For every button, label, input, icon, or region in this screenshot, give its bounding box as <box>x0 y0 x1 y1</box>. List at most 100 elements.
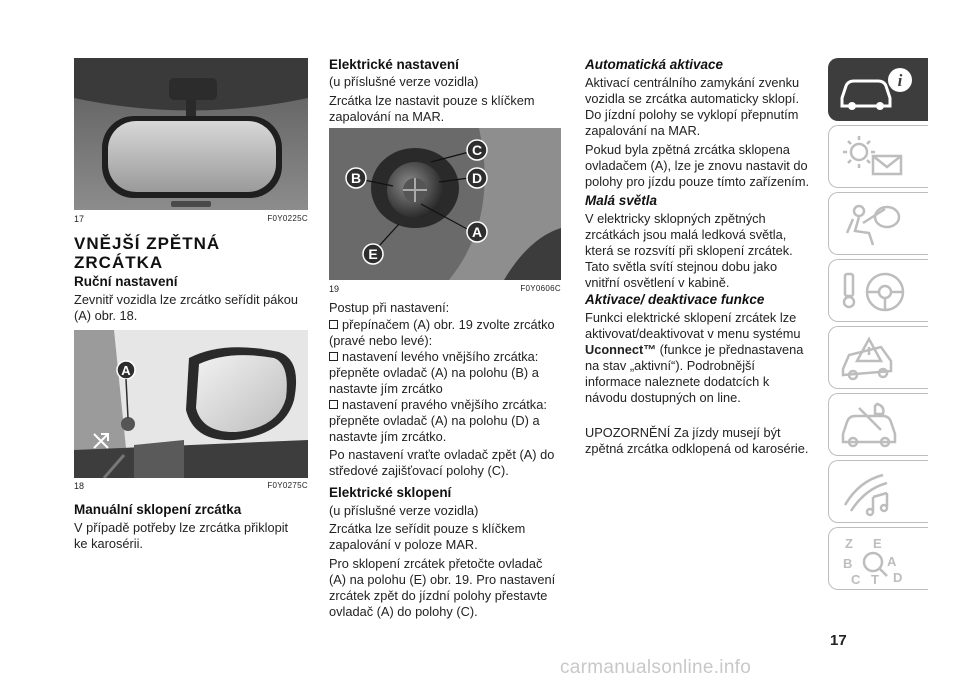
tab-emergency[interactable] <box>828 326 928 389</box>
emergency-icon <box>841 336 893 381</box>
page-number: 17 <box>830 632 847 649</box>
warning-line2: zpětná zrcátka odklopená od karosérie. <box>585 441 809 456</box>
svg-text:E: E <box>873 536 882 551</box>
paragraph-efold2-line1: Pro sklopení zrcátek přetočte ovladač <box>329 556 543 571</box>
paragraph-auto2-line2: ovladačem (A), lze je znovu nastavit do <box>585 158 808 173</box>
figure-18-outside-mirror-photo: A <box>74 330 308 478</box>
paragraph-auto1-line4: zapalování na MAR. <box>585 123 701 138</box>
paragraph-activate-line3: Uconnect™ (funkce je přednastavena <box>585 342 803 358</box>
bullet-2: nastavení levého vnějšího zrcátka: přepn… <box>329 349 561 398</box>
heading-manual-folding: Manuální sklopení zrcátka <box>74 502 242 517</box>
paragraph-folding-line2: ke karosérii. <box>74 536 143 551</box>
paragraph-manual-line2: (A) obr. 18. <box>74 308 138 323</box>
figure-19-label-c: C <box>472 142 482 158</box>
heading-manual-adjustment: Ruční nastavení <box>74 274 178 289</box>
figure-19-caption: 19 F0Y0606C <box>329 284 561 294</box>
figure-17-caption: 17 F0Y0225C <box>74 214 308 224</box>
paragraph-lights-line2: zrcátkách jsou malá ledková světla, <box>585 227 787 242</box>
starting-driving-icon <box>842 272 905 312</box>
figure-code: F0Y0225C <box>267 214 308 223</box>
svg-text:B: B <box>843 556 852 571</box>
figure-19-label-b: B <box>351 170 361 186</box>
svg-text:D: D <box>893 570 902 585</box>
tab-index[interactable]: Z E B A D C T <box>828 527 928 590</box>
figure-19-mirror-control-photo: C B D A E <box>329 128 561 280</box>
heading-electric-folding: Elektrické sklopení <box>329 485 452 500</box>
tab-multimedia[interactable] <box>828 460 928 523</box>
svg-text:Z: Z <box>845 536 853 551</box>
bullet-2-line2: přepněte ovladač (A) na polohu (B) a <box>329 365 539 381</box>
index-icon: Z E B A D C T <box>843 536 902 587</box>
figure-18-label-a: A <box>121 363 131 378</box>
tab-car-info[interactable]: i <box>828 58 928 121</box>
bullet-3: nastavení pravého vnějšího zrcátka: přep… <box>329 397 561 446</box>
bullet-1: přepínačem (A) obr. 19 zvolte zrcátko (p… <box>329 317 561 349</box>
paragraph-auto1-line3: Do jízdní polohy se vyklopí přepnutím <box>585 107 799 122</box>
paragraph-efold1-line2: zapalování v poloze MAR. <box>329 537 478 552</box>
bullet-3-line2: přepněte ovladač (A) na polohu (D) a <box>329 413 540 429</box>
paragraph-auto2-line1: Pokud byla zpětná zrcátka sklopena <box>585 142 790 157</box>
heading-activation-deactivation: Aktivace/ deaktivace funkce <box>585 292 765 307</box>
svg-text:C: C <box>851 572 861 587</box>
section-title-line1: VNĚJŠÍ ZPĚTNÁ <box>74 234 221 253</box>
figure-19-label-a: A <box>472 224 482 240</box>
paragraph-manual-line1: Zevnitř vozidla lze zrcátko seřídit páko… <box>74 292 299 307</box>
paragraph-auto1-line1: Aktivací centrálního zamykání zvenku <box>585 75 800 90</box>
paragraph-lights-line1: V elektricky sklopných zpětných <box>585 211 766 226</box>
bullet-3-line1: nastavení pravého vnějšího zrcátka: <box>342 397 547 412</box>
paragraph-electric-line1: Zrcátka lze nastavit pouze s klíčkem <box>329 93 535 108</box>
paragraph-activate-line2: aktivovat/deaktivovat v menu systému <box>585 326 801 341</box>
paragraph-efold1-line1: Zrcátka lze seřídit pouze s klíčkem <box>329 521 526 536</box>
paragraph-procedure: Postup při nastavení: <box>329 300 450 315</box>
paragraph-lights-line4: Tato světla svítí stejnou dobu jako <box>585 259 778 274</box>
multimedia-icon <box>843 473 889 517</box>
paragraph-lights-line3: která se rozsvítí při sklopení zrcátek. <box>585 243 793 258</box>
tab-maintenance[interactable] <box>828 393 928 456</box>
paragraph-efold2-line4: ovladač (A) do polohy (C). <box>329 604 478 619</box>
figure-19-label-e: E <box>368 246 377 262</box>
bullet-box-icon <box>329 352 338 361</box>
bullet-box-icon <box>329 320 338 329</box>
tab-starting-driving[interactable] <box>828 259 928 322</box>
tab-warning-lights[interactable] <box>828 125 928 188</box>
paragraph-activate-line4: na stav „aktivní“). Podrobnější <box>585 358 755 373</box>
bullet-2-line3: nastavte jím zrcátko <box>329 381 443 397</box>
warning-line1: UPOZORNĚNÍ Za jízdy musejí být <box>585 425 781 440</box>
subtitle-version: (u příslušné verze vozidla) <box>329 74 479 89</box>
safety-airbag-icon <box>845 204 901 246</box>
car-info-icon: i <box>840 68 912 110</box>
figure-number: 18 <box>74 481 85 491</box>
figure-number: 17 <box>74 214 85 224</box>
heading-small-lights: Malá světla <box>585 193 658 208</box>
paragraph-electric-line2: zapalování na MAR. <box>329 109 445 124</box>
bullet-1-line2: (pravé nebo levé): <box>329 333 433 349</box>
heading-automatic-activation: Automatická aktivace <box>585 57 724 72</box>
paragraph-activate-line6: návodu dostupných on line. <box>585 390 741 405</box>
bullet-2-line1: nastavení levého vnějšího zrcátka: <box>342 349 539 364</box>
bullet-box-icon <box>329 400 338 409</box>
section-title-line2: ZRCÁTKA <box>74 253 164 272</box>
svg-text:A: A <box>887 554 897 569</box>
paragraph-activate-line1: Funkci elektrické sklopení zrcátek lze <box>585 310 797 325</box>
paragraph-lights-line5: vnitřní osvětlení v kabině. <box>585 275 730 290</box>
paragraph-auto1-line2: vozidla se zrcátka automaticky sklopí. <box>585 91 800 106</box>
paragraph-efold2-line2: (A) na polohu (E) obr. 19. Pro nastavení <box>329 572 556 587</box>
warning-lights-icon <box>843 136 903 176</box>
figure-code: F0Y0275C <box>267 481 308 490</box>
bullet-1-line1: přepínačem (A) obr. 19 zvolte zrcátko <box>342 317 555 332</box>
bullet-3-line3: nastavte jím zrcátko. <box>329 429 447 445</box>
tab-safety[interactable] <box>828 192 928 255</box>
paragraph-folding-line1: V případě potřeby lze zrcátka přiklopit <box>74 520 289 535</box>
paragraph-efold2-line3: zrcátek zpět do jízdní polohy přestavte <box>329 588 548 603</box>
paragraph-after-line1: Po nastavení vraťte ovladač zpět (A) do <box>329 447 555 462</box>
subtitle-version: (u příslušné verze vozidla) <box>329 503 479 518</box>
figure-19-label-d: D <box>472 170 482 186</box>
uconnect-brand: Uconnect™ <box>585 342 657 357</box>
maintenance-icon <box>841 402 897 448</box>
paragraph-auto2-line3: polohy pro jízdu pouze tímto zařízením. <box>585 174 810 189</box>
heading-electric-adjustment: Elektrické nastavení <box>329 57 459 72</box>
watermark: carmanualsonline.info <box>560 657 752 678</box>
figure-17-rearview-mirror-photo <box>74 58 308 210</box>
figure-18-caption: 18 F0Y0275C <box>74 481 308 491</box>
figure-code: F0Y0606C <box>520 284 561 293</box>
